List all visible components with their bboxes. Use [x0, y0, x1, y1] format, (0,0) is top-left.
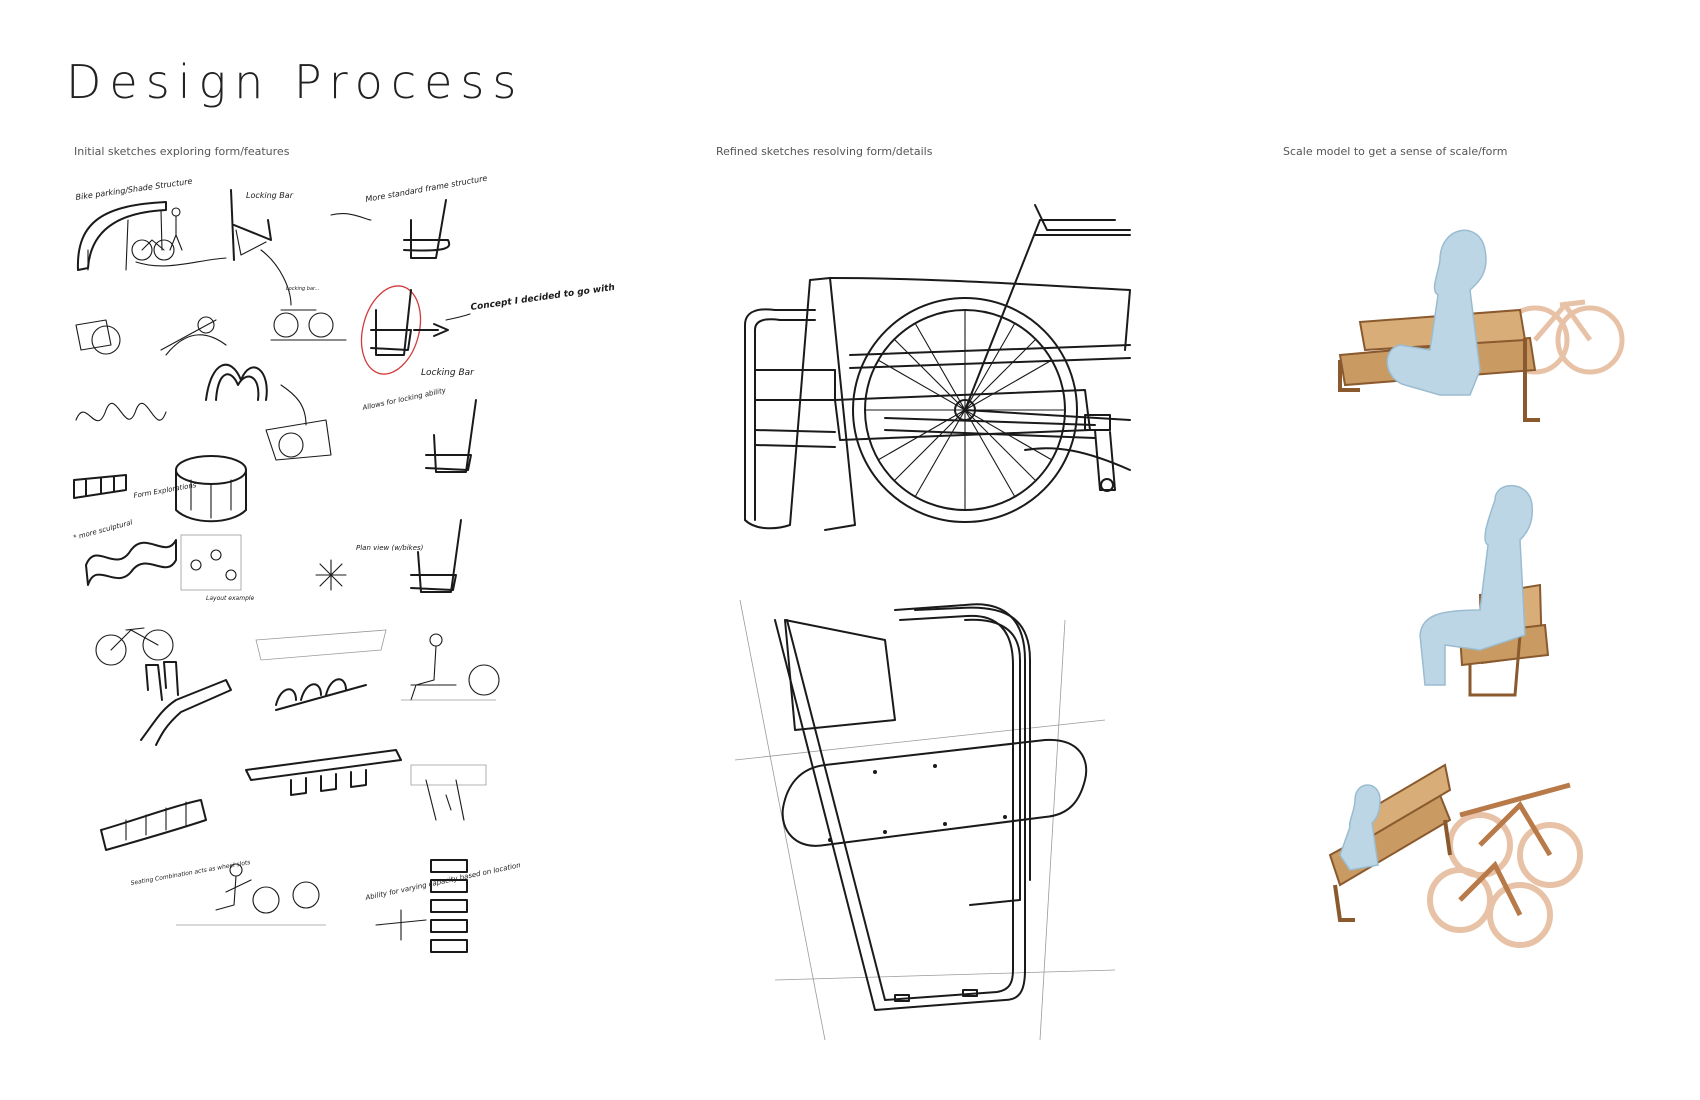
note-bike-parking: Bike parking/Shade Structure [75, 177, 193, 202]
note-allows-locking: Allows for locking ability [361, 386, 448, 412]
page-title: Design Process [66, 55, 525, 109]
row3-sketches [75, 363, 477, 473]
note-more-sculptural: * more sculptural [72, 518, 133, 541]
initial-sketches-panel: Bike parking/Shade Structure Locking Bar… [66, 174, 616, 1060]
row2-sketches: Locking bar... [75, 286, 347, 356]
caption-refined-sketches: Refined sketches resolving form/details [716, 145, 933, 158]
caption-initial-sketches: Initial sketches exploring form/features [74, 145, 290, 158]
caption-scale-model: Scale model to get a sense of scale/form [1283, 145, 1508, 158]
row4-sketches: Form Explorations * more sculptural Layo… [72, 455, 462, 602]
scale-model-panel [1320, 220, 1625, 1040]
bench-with-bicycle-drawing [744, 204, 1131, 531]
scale-model-photo-1 [1338, 229, 1625, 422]
scale-model-photo-3 [1328, 763, 1583, 948]
note-form-exploration: Form Explorations [133, 481, 197, 500]
note-more-standard: More standard frame structure [365, 174, 488, 204]
refined-sketches-panel [734, 200, 1135, 1041]
scale-model-photo-2 [1419, 484, 1550, 697]
standard-frame-sketch: More standard frame structure [330, 174, 488, 259]
note-seating-combination: Seating Combination acts as wheel slots [130, 859, 251, 887]
locking-bar-sketch: Locking Bar [230, 189, 294, 306]
note-locking-bar: Locking Bar [421, 368, 475, 378]
shade-structure-sketch: Bike parking/Shade Structure [75, 177, 227, 271]
note-ability-varying: Ability for varying capacity based on lo… [364, 861, 522, 902]
note-locking-secure: Locking bar... [286, 286, 319, 292]
concept-sketch: Concept I decided to go with Locking Bar… [361, 283, 616, 412]
note-locking-bar-top: Locking Bar [246, 191, 294, 200]
note-concept: Concept I decided to go with [470, 283, 616, 313]
note-plan-view: Plan view (w/bikes) [356, 544, 424, 552]
row5-sketches [95, 627, 500, 746]
bench-frame-drawing [734, 599, 1116, 1041]
row6-sketches: Seating Combination acts as wheel slots … [100, 749, 522, 953]
note-layout-example: Layout example [206, 595, 255, 602]
